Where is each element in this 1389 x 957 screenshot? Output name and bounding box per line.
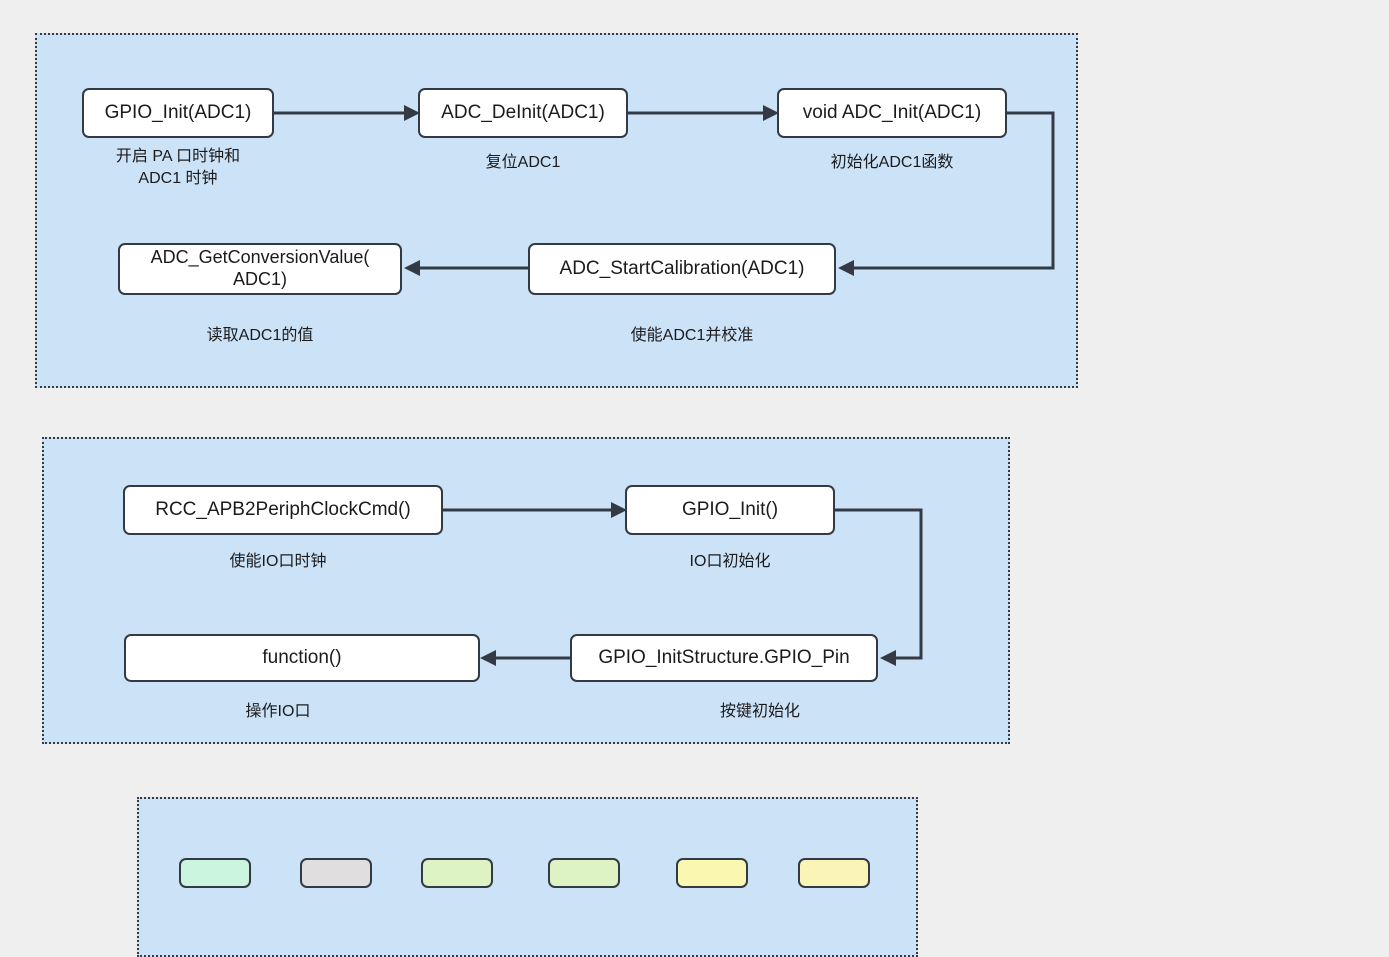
swatch-5[interactable] [676, 858, 748, 888]
node-adc-deinit[interactable]: ADC_DeInit(ADC1) [418, 88, 628, 138]
diagram-canvas: GPIO_Init(ADC1) 开启 PA 口时钟和 ADC1 时钟 ADC_D… [35, 33, 1078, 957]
caption-void-adc-init: 初始化ADC1函数 [830, 154, 954, 171]
gpio-init-flow-group [42, 437, 1010, 744]
caption-gpio-init: IO口初始化 [689, 553, 771, 570]
caption-adc-get-conversion-value: 读取ADC1的值 [206, 327, 314, 344]
caption-function: 操作IO口 [245, 703, 311, 720]
caption-adc-deinit: 复位ADC1 [485, 154, 561, 171]
swatch-6[interactable] [798, 858, 870, 888]
caption-gpio-init-adc1: 开启 PA 口时钟和 ADC1 时钟 [115, 148, 241, 187]
caption-adc-start-calibration: 使能ADC1并校准 [630, 327, 754, 344]
node-gpio-init-adc1[interactable]: GPIO_Init(ADC1) [82, 88, 274, 138]
node-gpio-init[interactable]: GPIO_Init() [625, 485, 835, 535]
node-adc-start-calibration[interactable]: ADC_StartCalibration(ADC1) [528, 243, 836, 295]
node-void-adc-init[interactable]: void ADC_Init(ADC1) [777, 88, 1007, 138]
caption-gpio-initstructure-pin: 按键初始化 [719, 703, 800, 720]
node-rcc-apb2periphclockcmd[interactable]: RCC_APB2PeriphClockCmd() [123, 485, 443, 535]
swatch-2[interactable] [300, 858, 372, 888]
node-gpio-initstructure-pin[interactable]: GPIO_InitStructure.GPIO_Pin [570, 634, 878, 682]
swatch-1[interactable] [179, 858, 251, 888]
caption-rcc-apb2periphclockcmd: 使能IO口时钟 [229, 553, 327, 570]
node-adc-get-conversion-value[interactable]: ADC_GetConversionValue( ADC1) [118, 243, 402, 295]
swatch-3[interactable] [421, 858, 493, 888]
node-function[interactable]: function() [124, 634, 480, 682]
swatch-4[interactable] [548, 858, 620, 888]
